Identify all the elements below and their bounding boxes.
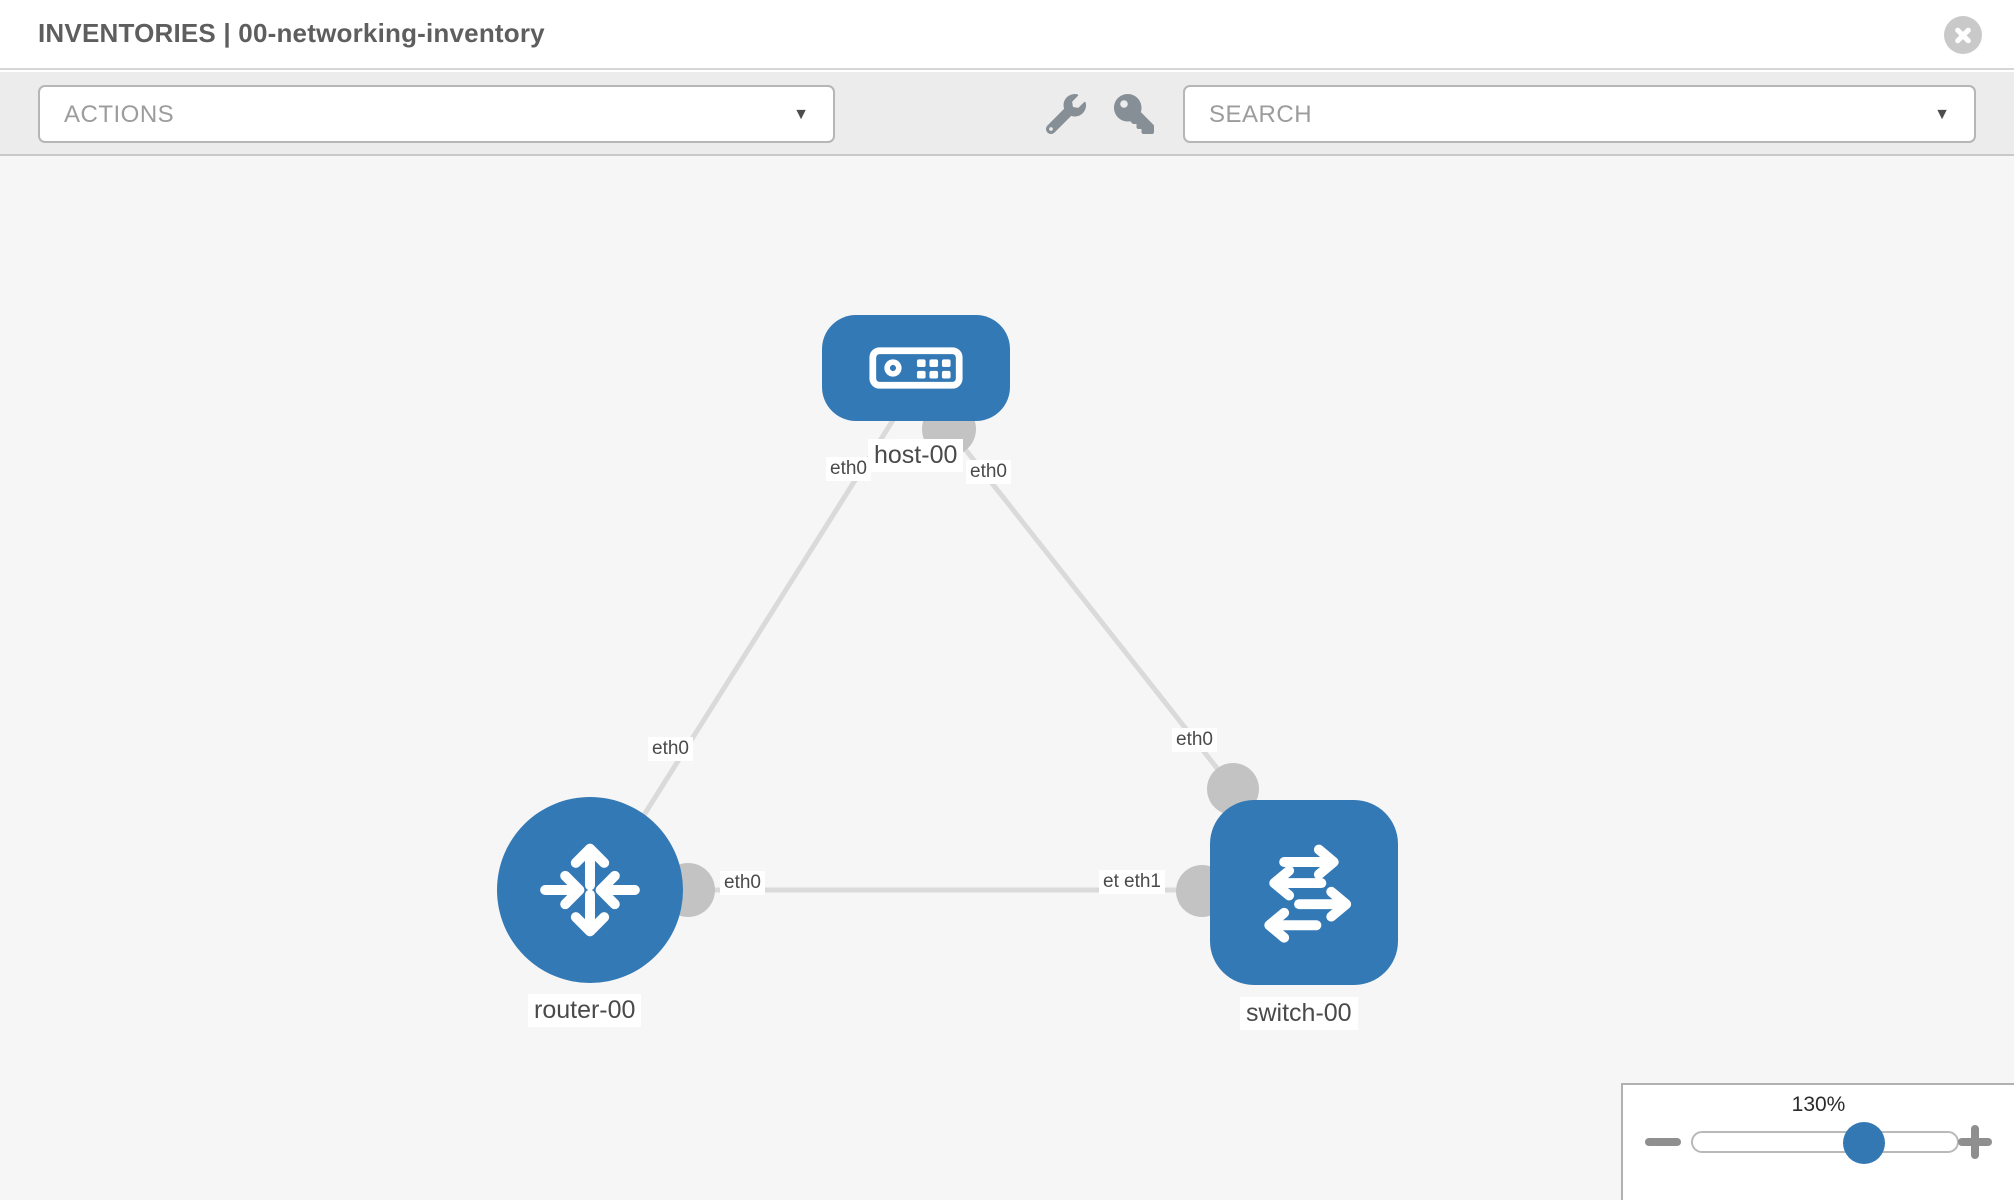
node-switch-00[interactable] [1210,800,1398,985]
close-icon[interactable] [1944,16,1982,54]
key-icon[interactable] [1114,94,1154,134]
search-dropdown[interactable]: SEARCH ▼ [1183,85,1976,143]
plus-icon-bar [1971,1125,1979,1159]
node-label-router-00: router-00 [528,994,642,1027]
zoom-control-panel: 130% [1621,1083,2014,1200]
switch-icon [1264,844,1352,943]
node-label-host-00: host-00 [868,439,964,472]
host-icon [869,347,963,389]
wrench-icon[interactable] [1045,94,1086,135]
zoom-out-minus-icon[interactable] [1645,1138,1681,1146]
interface-label-eth0: eth0 [648,737,693,761]
page-title: INVENTORIES | 00-networking-inventory [38,18,545,48]
node-label-switch-00: switch-00 [1240,997,1358,1030]
actions-dropdown[interactable]: ACTIONS ▼ [38,85,835,143]
node-host-00[interactable] [822,315,1010,421]
node-router-00[interactable] [497,797,683,983]
header: INVENTORIES | 00-networking-inventory [0,0,2014,70]
zoom-slider-track[interactable] [1691,1131,1959,1153]
chevron-down-icon: ▼ [793,106,809,123]
zoom-in-plus-icon[interactable] [1958,1125,1992,1159]
interface-label-eth1: eth1 [1120,870,1165,894]
toolbar: ACTIONS ▼ SEARCH ▼ [0,72,2014,156]
actions-dropdown-label: ACTIONS [64,101,175,128]
router-icon [540,843,640,937]
interface-label-eth0: eth0 [720,871,765,895]
chevron-down-icon: ▼ [1934,106,1950,123]
interface-label-eth0: eth0 [826,457,871,481]
interface-label-eth0: eth0 [1172,728,1217,752]
search-placeholder: SEARCH [1209,101,1313,128]
topology-links-layer [612,399,1259,917]
zoom-slider-handle[interactable] [1843,1122,1885,1164]
zoom-level-value: 130% [1791,1093,1846,1116]
topology-canvas[interactable]: eth0 host-00 eth0 eth0 eth0 eth0 eth0 et… [0,156,2014,1200]
interface-label-eth0: eth0 [966,460,1011,484]
